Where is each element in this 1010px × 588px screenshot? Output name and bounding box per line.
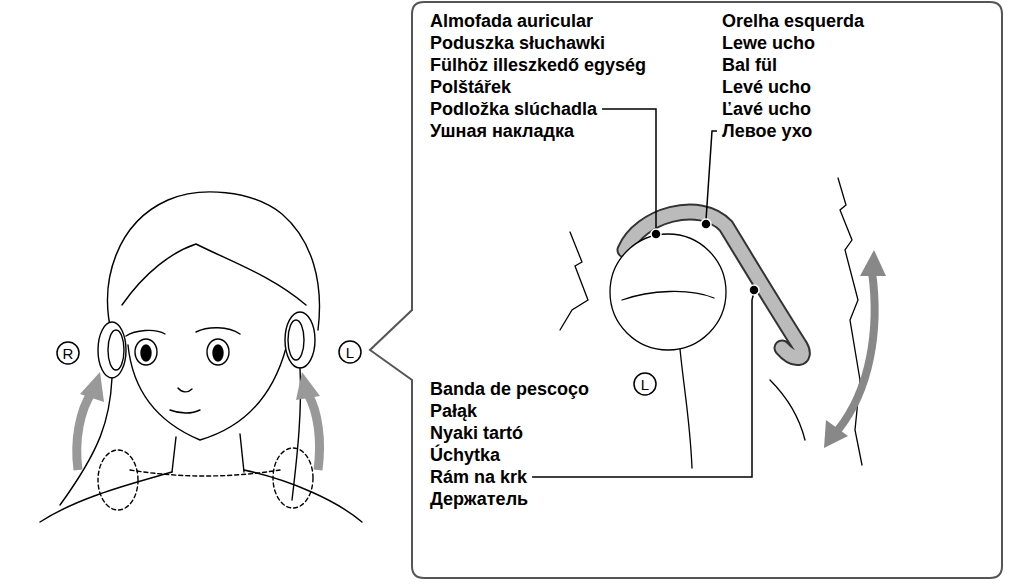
leader-line	[706, 131, 717, 220]
adjust-arrow	[824, 250, 886, 448]
part-name: Bal fül	[722, 54, 777, 76]
part-name: Levé ucho	[722, 76, 811, 98]
part-name: Ľavé ucho	[722, 98, 811, 120]
callout-panel: Almofada auricularPoduszka słuchawkiFülh…	[412, 2, 1002, 578]
circle-mark	[339, 341, 361, 363]
part-name: Podložka slúchadla	[430, 98, 597, 120]
part-name: Lewe ucho	[722, 32, 815, 54]
leader-dot	[701, 219, 711, 229]
leader-lines	[532, 109, 759, 477]
person-figure	[40, 192, 362, 522]
part-name: Fülhöz illeszkedő egység	[430, 54, 646, 76]
side-mark: L	[641, 377, 649, 392]
part-name: Левое ухо	[722, 120, 812, 142]
leader-dot	[749, 285, 759, 295]
leader-line	[602, 109, 656, 228]
part-name: Rám na krk	[430, 466, 527, 488]
part-name: Держатель	[430, 488, 528, 510]
earpiece-closeup	[560, 178, 862, 468]
part-name: Úchytka	[430, 444, 500, 466]
part-name: Banda de pescoço	[430, 378, 589, 400]
circle-mark	[634, 373, 656, 395]
part-name: Poduszka słuchawki	[430, 32, 605, 54]
motion-arrow	[77, 372, 320, 470]
leader-dot	[651, 229, 661, 239]
part-name: Almofada auricular	[430, 10, 593, 32]
part-name: Nyaki tartó	[430, 422, 523, 444]
side-mark: R	[63, 346, 74, 361]
part-name: Orelha esquerda	[722, 10, 864, 32]
part-name: Ушная накладка	[430, 120, 574, 142]
circle-mark	[57, 342, 79, 364]
side-mark: L	[346, 345, 354, 360]
part-name: Pałąk	[430, 400, 477, 422]
callout-panel	[370, 2, 1002, 578]
part-name: Polštářek	[430, 76, 511, 98]
